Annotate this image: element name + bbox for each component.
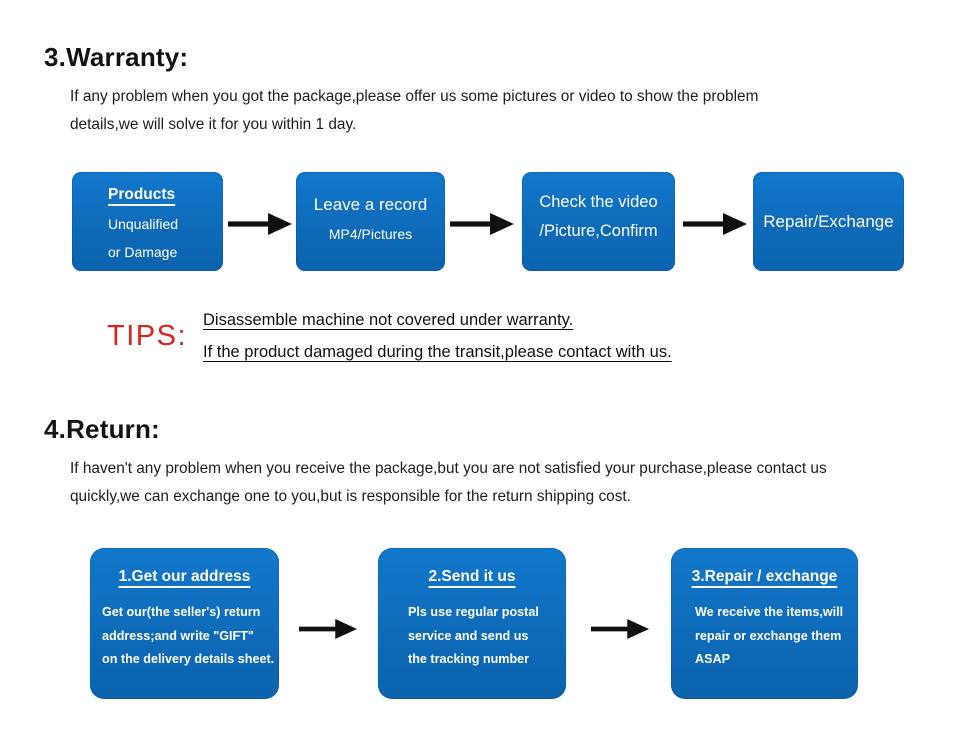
flow-step-repair-exchange-title: Repair/Exchange	[763, 211, 894, 231]
return-step-get-address-line-1: Get our(the seller's) return	[102, 605, 261, 619]
return-intro-paragraph: If haven't any problem when you receive …	[70, 455, 827, 511]
flow-arrow-icon	[591, 618, 649, 640]
return-step-send-it-us-line-3: the tracking number	[408, 652, 530, 666]
flow-step-repair-exchange: Repair/Exchange	[753, 172, 904, 271]
flow-step-products-line-1: Unqualified	[108, 216, 179, 232]
flow-step-products-title: Products	[108, 186, 176, 203]
flow-step-leave-record: Leave a record MP4/Pictures	[296, 172, 445, 271]
flow-arrow-icon	[299, 618, 357, 640]
return-step-repair-exchange-body: We receive the items,will repair or exch…	[695, 601, 858, 672]
return-intro-line-1: If haven't any problem when you receive …	[70, 460, 827, 477]
flow-step-check-video: Check the video /Picture,Confirm	[522, 172, 675, 271]
return-step-repair-exchange: 3.Repair / exchange We receive the items…	[671, 548, 858, 699]
return-step-send-it-us-title: 2.Send it us	[428, 568, 516, 585]
return-step-get-address-title: 1.Get our address	[118, 568, 251, 585]
return-step-get-address-line-3: on the delivery details sheet.	[102, 652, 275, 666]
return-step-repair-exchange-line-2: repair or exchange them	[695, 628, 842, 643]
flow-step-leave-record-title: Leave a record	[313, 195, 428, 214]
return-step-send-it-us-line-2: service and send us	[408, 628, 529, 643]
return-section-heading: 4.Return:	[44, 414, 160, 444]
tips-line-1: Disassemble machine not covered under wa…	[203, 311, 574, 329]
warranty-section-heading: 3.Warranty:	[44, 42, 189, 72]
return-step-repair-exchange-title: 3.Repair / exchange	[691, 568, 838, 585]
tips-label: TIPS:	[107, 320, 188, 352]
return-step-get-address-body: Get our(the seller's) return address;and…	[102, 601, 279, 672]
flow-step-check-video-line-2: /Picture,Confirm	[539, 222, 658, 240]
warranty-intro-line-2: details,we will solve it for you within …	[70, 116, 357, 133]
flow-step-products-line-2: or Damage	[108, 244, 178, 260]
warranty-intro-paragraph: If any problem when you got the package,…	[70, 83, 758, 139]
return-step-repair-exchange-line-1: We receive the items,will	[695, 605, 844, 619]
warranty-intro-line-1: If any problem when you got the package,…	[70, 88, 759, 105]
return-step-send-it-us: 2.Send it us Pls use regular postal serv…	[378, 548, 566, 699]
flow-step-products: Products Unqualified or Damage	[72, 172, 223, 271]
return-step-get-address: 1.Get our address Get our(the seller's) …	[90, 548, 279, 699]
tips-line-2: If the product damaged during the transi…	[203, 343, 672, 361]
flow-arrow-icon	[450, 213, 514, 235]
flow-step-check-video-line-1: Check the video	[539, 193, 658, 211]
return-step-repair-exchange-line-3: ASAP	[695, 652, 730, 666]
flow-arrow-icon	[681, 213, 749, 235]
flow-step-leave-record-line-1: MP4/Pictures	[328, 226, 413, 242]
return-step-send-it-us-body: Pls use regular postal service and send …	[408, 601, 566, 672]
flow-arrow-icon	[228, 213, 292, 235]
return-step-send-it-us-line-1: Pls use regular postal	[408, 605, 539, 619]
return-intro-line-2: quickly,we can exchange one to you,but i…	[70, 488, 631, 505]
return-step-get-address-line-2: address;and write "GIFT"	[102, 628, 254, 643]
